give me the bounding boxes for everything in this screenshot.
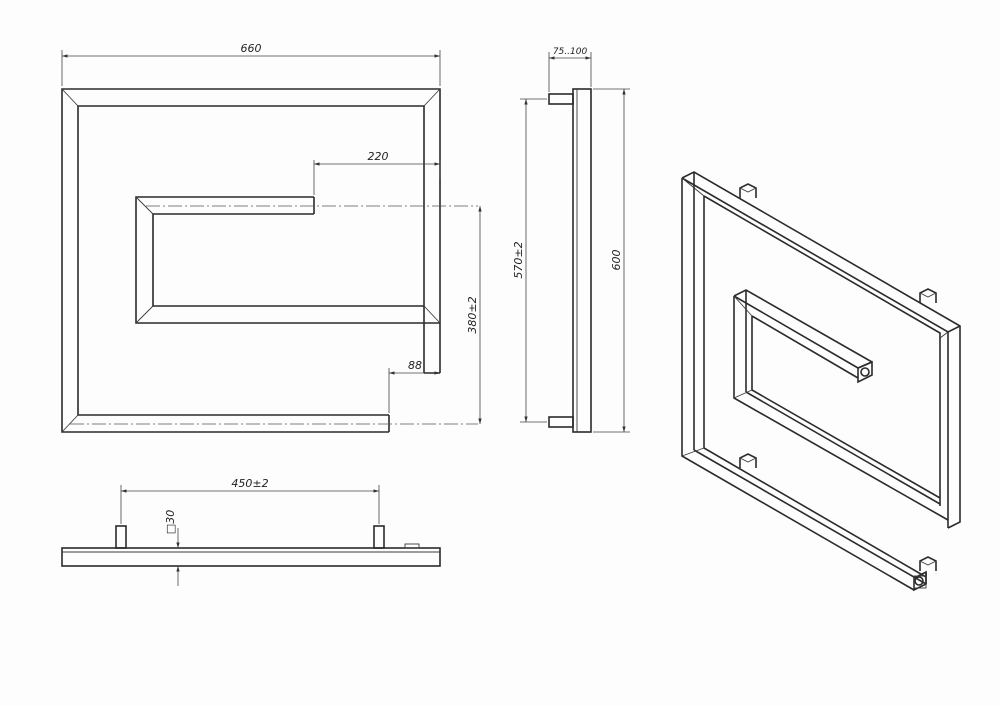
outer-frame bbox=[61, 88, 441, 433]
dimension-inner-offset: 220 bbox=[313, 150, 441, 195]
dimension-bottom-offset: 88 bbox=[388, 359, 440, 413]
side-mount-bottom bbox=[548, 416, 574, 428]
dim-label-380: 380±2 bbox=[466, 296, 479, 333]
dim-label-600: 600 bbox=[610, 250, 623, 271]
iso-inner-frame bbox=[733, 289, 949, 521]
dim-label-570: 570±2 bbox=[512, 241, 525, 278]
tube-end-cap bbox=[404, 543, 420, 549]
side-frame-profile bbox=[572, 88, 592, 433]
dimension-overall-width: 660 bbox=[61, 42, 441, 86]
inner-frame bbox=[135, 196, 441, 324]
iso-outer-frame bbox=[681, 171, 961, 591]
dimension-mount-centers: 570±2 bbox=[512, 98, 547, 423]
iso-mount-bottom-left bbox=[739, 453, 757, 468]
top-mount-right bbox=[373, 525, 385, 549]
dimension-tube-section: □30 bbox=[164, 510, 180, 586]
top-view: 450±2 □30 bbox=[61, 477, 441, 586]
iso-mount-bottom-right bbox=[919, 556, 937, 571]
isometric-view bbox=[681, 171, 961, 592]
dim-label-220: 220 bbox=[368, 150, 389, 163]
iso-mount-top-right bbox=[919, 288, 937, 303]
dim-label-660: 660 bbox=[241, 42, 262, 55]
dim-label-30: □30 bbox=[164, 510, 177, 534]
top-frame-profile bbox=[61, 547, 441, 567]
dimension-standoff: 75..100 bbox=[548, 47, 592, 92]
dimension-axis-distance: 380±2 bbox=[466, 206, 482, 424]
top-mount-left bbox=[115, 525, 127, 549]
side-view: 75..100 570±2 600 bbox=[512, 47, 630, 433]
dimension-overall-height: 600 bbox=[593, 88, 630, 433]
side-mount-top bbox=[548, 93, 574, 105]
dim-label-88: 88 bbox=[408, 359, 422, 372]
dim-label-450: 450±2 bbox=[231, 477, 268, 490]
dimension-mount-spacing: 450±2 bbox=[120, 477, 380, 524]
iso-inner-tube-end bbox=[857, 360, 873, 384]
dim-label-standoff: 75..100 bbox=[553, 47, 588, 57]
iso-bottom-bar-end bbox=[913, 570, 927, 592]
front-view: 660 220 88 380±2 bbox=[61, 42, 482, 433]
iso-mount-top-left bbox=[739, 183, 757, 198]
